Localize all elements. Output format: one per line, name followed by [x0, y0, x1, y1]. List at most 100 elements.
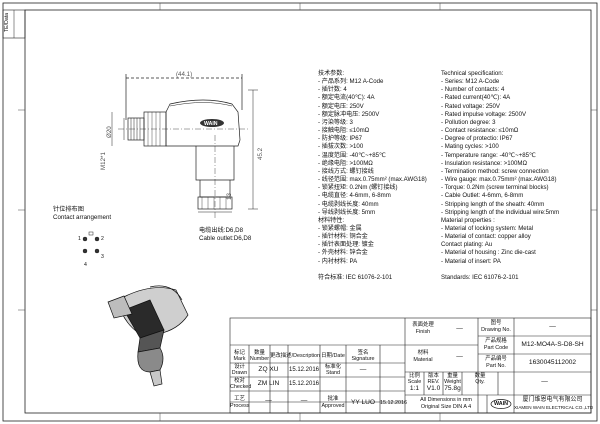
mark-header-cn: 标记	[234, 350, 245, 356]
spec-cn-line: - 额定脉冲电压: 2500V	[318, 110, 380, 118]
scale-label-cn: 比例	[409, 373, 420, 379]
spec-en-line: - Contact resistance: ≤10mΩ	[441, 127, 519, 135]
spec-en-line: - Cable Outlet: 4-6mm, 6-8mm	[441, 192, 524, 200]
spec-en-line: - Material of housing : Zinc die-cast	[441, 249, 536, 257]
spec-cn-line: - 污染等级: 3	[318, 118, 353, 126]
spec-cn-line: - 插针表面处理: 镀金	[318, 241, 374, 249]
pin-2-label: 2	[101, 236, 104, 242]
part-code-label-en: Part Code	[483, 345, 509, 351]
spec-en-line: - Rated impulse voltage: 2500V	[441, 110, 527, 118]
process-label-cn: 工艺	[234, 396, 245, 402]
spec-cn-line: - 锁紧扭矩: 0.2Nm (螺钉接线)	[318, 184, 398, 192]
dim-thread: M12*1	[100, 152, 107, 170]
dim-height: 45.2	[257, 147, 264, 160]
qty-label-cn: 数量	[474, 373, 486, 379]
spec-en-line: - Insulation resistance: >100MΩ	[441, 159, 528, 167]
scale-label-en: Scale	[407, 379, 422, 385]
mark-header-en: Mark	[233, 356, 246, 362]
spec-cn-title: 技术参数:	[318, 70, 345, 77]
qty-value: —	[541, 378, 548, 385]
part-no-value: 1630045112002	[528, 359, 577, 366]
spec-en-line: - Series: M12 A-Code	[441, 78, 500, 86]
process-name: —	[265, 397, 272, 404]
spec-en-line: - Material of locking system: Metal	[441, 224, 534, 232]
drawn-name: ZQ XU	[258, 366, 279, 373]
pin-3-label: 3	[101, 254, 104, 260]
description-header: 更改描述/Description	[270, 353, 321, 359]
body-logo-text: WAIN	[204, 121, 218, 127]
description-header-en: Description	[293, 353, 321, 359]
finish-label-cn: 表面处理	[412, 322, 434, 328]
spec-en-line: - Stripping length of the individual wir…	[441, 208, 560, 216]
spec-cn-line: 符合标准: IEC 61076-2-101	[318, 273, 393, 281]
connector-side-view	[111, 74, 258, 220]
spec-cn-line: - 接触电阻: ≤10mΩ	[318, 127, 370, 135]
spec-cn-line: 材料特性:	[318, 216, 345, 224]
spec-cn-line: - 锁紧螺帽: 金属	[318, 224, 362, 232]
spec-en-line: - Degree of protectio: IP67	[441, 135, 513, 143]
spec-en-line: - Material of contact: copper alloy	[441, 233, 531, 241]
pin-4-label: 4	[84, 262, 87, 268]
spec-cn-line: - 内衬材料: PA	[318, 257, 358, 265]
spec-cn-line: - 产品系列: M12 A-Code	[318, 78, 384, 86]
spec-cn-line: - 插针数: 4	[318, 86, 347, 94]
spec-en-line: - Material of insert: PA	[441, 257, 501, 265]
connector-iso-view	[107, 285, 189, 387]
part-code-value: M12-MO4A-S-D8-SH	[521, 341, 584, 348]
spec-chinese: 技术参数: - 产品系列: M12 A-Code - 插针数: 4 - 额定电流…	[318, 70, 427, 282]
drawn-label-en: Drawn	[231, 370, 248, 376]
date-header-cn: 日期	[321, 353, 332, 359]
checked-date: 15.12.2016	[288, 381, 320, 387]
approved-label-en: Approved	[321, 403, 345, 409]
note-original-size: Original Size DIN A 4	[420, 404, 472, 410]
side-label: TE/Data	[4, 12, 10, 32]
rev-value: V1.0	[426, 385, 441, 392]
spec-cn-line: - 额定电压: 250V	[318, 102, 364, 110]
process-date: —	[300, 397, 308, 404]
approved-date: 15.12.2016	[380, 400, 407, 406]
dim-length: (44.1)	[176, 71, 193, 78]
spec-cn-line: - 插拔次数: >100	[318, 143, 364, 151]
wain-logo-body	[200, 119, 224, 127]
spec-en-line: - Stripping length of the sheath: 40mm	[441, 200, 545, 208]
checked-label-en: Checked	[230, 384, 252, 390]
weight-label-en: Weight	[444, 379, 461, 385]
checked-name: ZM LIN	[257, 380, 280, 387]
approved-name: YY LUO	[350, 399, 376, 406]
pinout-title-cn: 针位排布图	[53, 206, 84, 213]
drawing-no-label-en: Drawing No.	[481, 327, 511, 333]
spec-en-line: - Rated current(40℃): 4A	[441, 94, 511, 102]
part-no-label-en: Part No.	[486, 363, 506, 369]
finish-label-en: Finish	[415, 329, 431, 335]
spec-en-line	[441, 266, 559, 274]
spec-en-title: Technical specification:	[441, 70, 504, 77]
checked-label-cn: 校对	[234, 378, 245, 384]
spec-en-line: Material properties :	[441, 216, 495, 224]
description-header-cn: 更改描述	[270, 353, 292, 359]
drawing-no-value: —	[549, 323, 556, 330]
dim-diameter: Ø20	[106, 126, 113, 138]
spec-en-line: - Temperature range: -40℃~+85℃	[441, 151, 536, 159]
spec-en-line: - Pollution degree: 3	[441, 118, 496, 126]
spec-cn-line: - 线径范围: max.0.75mm² (max.AWG18)	[318, 176, 427, 184]
company-logo-text: WAIN	[493, 401, 509, 407]
spec-english: Technical specification: - Series: M12 A…	[441, 70, 559, 282]
stand-label-cn: 标准化	[324, 364, 342, 370]
title-block	[229, 317, 592, 414]
pinout-diagram	[82, 231, 100, 254]
approved-label-cn: 批准	[327, 396, 339, 402]
company-name-en: XIAMEN WAIN ELECTRICAL CO.,LTD	[514, 405, 594, 410]
spec-cn-line: - 防护等级: IP67	[318, 135, 363, 143]
spec-en-line: - Rated voltage: 250V	[441, 102, 500, 110]
weight-label-cn: 重量	[447, 373, 458, 379]
spec-en-line: - Termination method: screw connection	[441, 167, 549, 175]
signature-header-en: Signature	[351, 356, 375, 362]
spec-cn-line: - 温度范围: -40℃~+85℃	[318, 151, 386, 159]
spec-cn-line: - 额定电流(40℃): 4A	[318, 94, 375, 102]
date-header: 日期/Date	[321, 353, 345, 359]
cable-outlet-cn: 电缆出线:D6,D8	[199, 227, 244, 234]
note-dimensions: All Dimensions in mm	[420, 397, 472, 403]
stand-value: —	[359, 366, 367, 373]
spec-cn-line: - 插针材料: 铜合金	[318, 233, 368, 241]
